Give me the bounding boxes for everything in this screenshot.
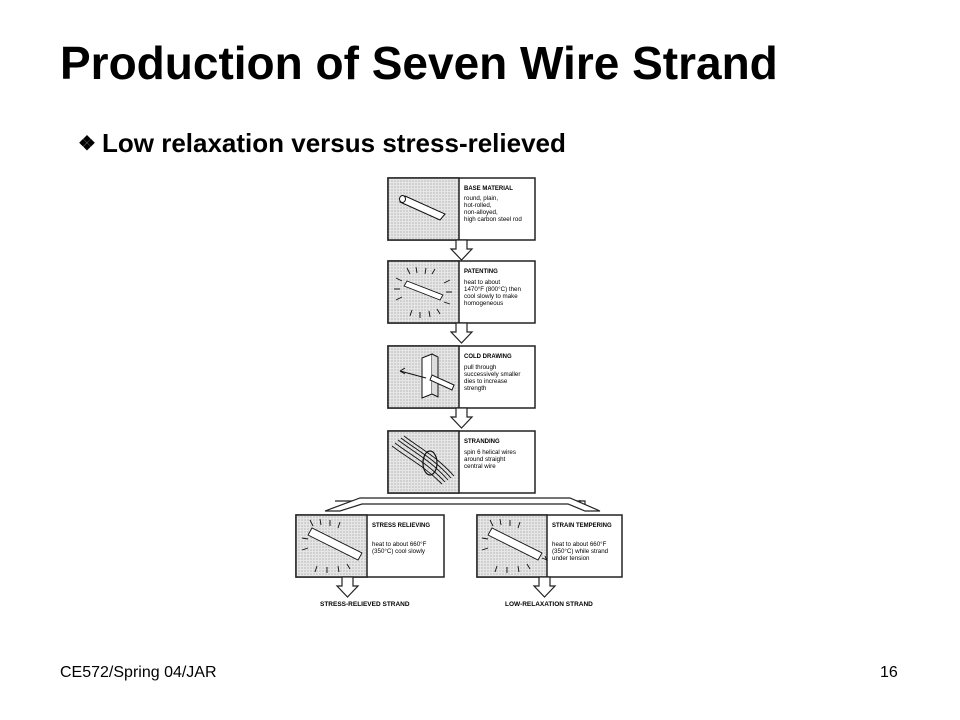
step-heading: STRAIN TEMPERING <box>552 523 612 529</box>
step-description-line: homogeneous <box>464 300 503 307</box>
page-number: 16 <box>880 664 898 681</box>
step-description-line: non-alloyed, <box>464 209 498 216</box>
heated-strand-icon <box>301 518 363 573</box>
step-description-line: hot-rolled, <box>464 202 492 209</box>
step-heading: COLD DRAWING <box>464 354 512 360</box>
step-description-line: round, plain, <box>464 195 498 202</box>
helical-wires-icon <box>391 435 455 485</box>
step-heading: PATENTING <box>464 269 498 275</box>
step-description-line: 1470°F (800°C) then <box>464 286 521 293</box>
drawing-die-icon <box>399 353 455 399</box>
tensioned-strand-icon <box>481 518 548 573</box>
step-description-line: (350°C) while strand <box>552 548 609 555</box>
flow-arrow-icon <box>449 407 474 429</box>
step-description-line: central wire <box>464 463 496 470</box>
bullet-point: ❖ Low relaxation versus stress-relieved <box>78 128 566 159</box>
step-description-line: around straight <box>464 456 506 463</box>
step-description-line: (350°C) cool slowly <box>372 548 426 555</box>
step-heading: BASE MATERIAL <box>464 186 513 192</box>
step-description-line: heat to about 660°F <box>372 541 427 548</box>
step-description-line: cool slowly to make <box>464 293 518 300</box>
step-strain-tempering: STRAIN TEMPERING heat to about 660°F (35… <box>476 514 623 578</box>
flow-arrow-icon <box>449 239 474 261</box>
diamond-bullet-icon: ❖ <box>78 133 96 155</box>
step-description-line: successively smaller <box>464 371 520 378</box>
flow-arrow-icon <box>335 576 360 598</box>
step-base-material: BASE MATERIAL round, plain, hot-rolled, … <box>387 177 536 241</box>
branch-split-arrow-icon <box>324 497 601 512</box>
strand-production-flowchart: BASE MATERIAL round, plain, hot-rolled, … <box>295 177 623 608</box>
output-label: LOW-RELAXATION STRAND <box>505 601 593 608</box>
step-stranding: STRANDING spin 6 helical wires around st… <box>387 430 536 494</box>
step-description-line: heat to about 660°F <box>552 541 607 548</box>
heated-rod-icon <box>394 266 452 318</box>
output-label: STRESS-RELIEVED STRAND <box>320 601 410 608</box>
flow-arrow-icon <box>532 576 557 598</box>
step-heading: STRANDING <box>464 439 500 445</box>
footer-course-label: CE572/Spring 04/JAR <box>60 664 217 681</box>
step-description-line: strength <box>464 385 487 392</box>
step-description-line: heat to about <box>464 279 500 286</box>
step-description-line: high carbon steel rod <box>464 216 522 223</box>
step-heading: STRESS RELIEVING <box>372 523 430 529</box>
steel-rod-icon <box>399 195 446 221</box>
step-patenting: PATENTING heat to about 1470°F (800°C) t… <box>387 260 536 324</box>
step-description-line: under tension <box>552 555 590 562</box>
bullet-text: Low relaxation versus stress-relieved <box>102 128 566 158</box>
slide-title: Production of Seven Wire Strand <box>60 37 778 89</box>
step-cold-drawing: COLD DRAWING pull through successively s… <box>387 345 536 409</box>
step-description-line: spin 6 helical wires <box>464 449 516 456</box>
step-description-line: dies to increase <box>464 378 508 385</box>
step-stress-relieving: STRESS RELIEVING heat to about 660°F (35… <box>295 514 445 578</box>
step-description-line: pull through <box>464 364 497 371</box>
flow-arrow-icon <box>449 322 474 344</box>
